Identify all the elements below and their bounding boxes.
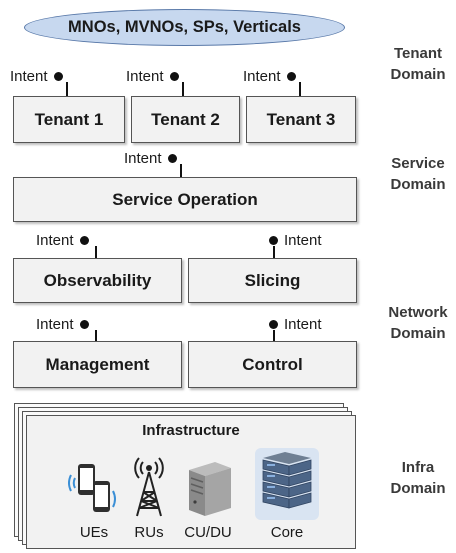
- tenant-2-box: Tenant 2: [131, 96, 240, 143]
- intent-dot: [269, 236, 278, 245]
- tenant-3-box: Tenant 3: [246, 96, 356, 143]
- infra-domain-label: Infra Domain: [390, 459, 446, 497]
- tenant-3-label: Tenant 3: [266, 109, 336, 129]
- tenant-1-label: Tenant 1: [34, 109, 104, 129]
- intent-dot: [79, 236, 89, 245]
- intent-dot: [286, 72, 296, 81]
- infrastructure-title: Infrastructure: [142, 422, 240, 439]
- intent-dot: [169, 72, 179, 81]
- cu-du-label: CU/DU: [184, 524, 232, 541]
- management-box: Management: [13, 341, 182, 388]
- tenant-2-intent: Intent: [126, 68, 179, 85]
- intent-stem: [95, 330, 97, 341]
- intent-stem: [95, 246, 97, 258]
- actors-ellipse: MNOs, MVNOs, SPs, Verticals: [24, 9, 345, 46]
- control-box: Control: [188, 341, 357, 388]
- infrastructure-box: Infrastructure: [26, 415, 356, 549]
- server-rack-icon: [255, 448, 319, 520]
- intent-stem: [180, 164, 182, 177]
- service-intent: Intent: [124, 150, 177, 167]
- intent-dot: [79, 320, 89, 329]
- service-operation-box: Service Operation: [13, 177, 357, 222]
- intent-stem: [273, 330, 275, 341]
- tenant-2-label: Tenant 2: [151, 109, 220, 129]
- service-domain-label: Service Domain: [390, 155, 446, 193]
- observability-intent: Intent: [36, 232, 89, 249]
- network-domain-label: Network Domain: [388, 304, 448, 342]
- slicing-intent: Intent: [269, 232, 322, 249]
- intent-dot: [269, 320, 278, 329]
- intent-stem: [66, 82, 68, 96]
- tenant-domain-label: Tenant Domain: [390, 45, 446, 83]
- control-intent: Intent: [269, 316, 322, 333]
- core-label: Core: [270, 524, 304, 541]
- slicing-box: Slicing: [188, 258, 357, 303]
- service-operation-label: Service Operation: [112, 189, 258, 209]
- management-label: Management: [45, 354, 150, 374]
- control-label: Control: [242, 354, 303, 374]
- rus-label: RUs: [134, 524, 164, 541]
- phones-icon: [68, 464, 116, 512]
- intent-stem: [273, 246, 275, 258]
- server-icon: [189, 462, 231, 516]
- tenant-1-box: Tenant 1: [13, 96, 125, 143]
- ues-label: UEs: [79, 524, 109, 541]
- management-intent: Intent: [36, 316, 89, 333]
- intent-stem: [299, 82, 301, 96]
- observability-label: Observability: [43, 270, 152, 290]
- slicing-label: Slicing: [244, 270, 301, 290]
- tenant-1-intent: Intent: [10, 68, 63, 85]
- radio-tower-icon: [134, 457, 164, 517]
- intent-stem: [182, 82, 184, 96]
- intent-dot: [53, 72, 63, 81]
- observability-box: Observability: [13, 258, 182, 303]
- actors-label: MNOs, MVNOs, SPs, Verticals: [68, 18, 301, 36]
- tenant-3-intent: Intent: [243, 68, 296, 85]
- intent-dot: [167, 154, 177, 163]
